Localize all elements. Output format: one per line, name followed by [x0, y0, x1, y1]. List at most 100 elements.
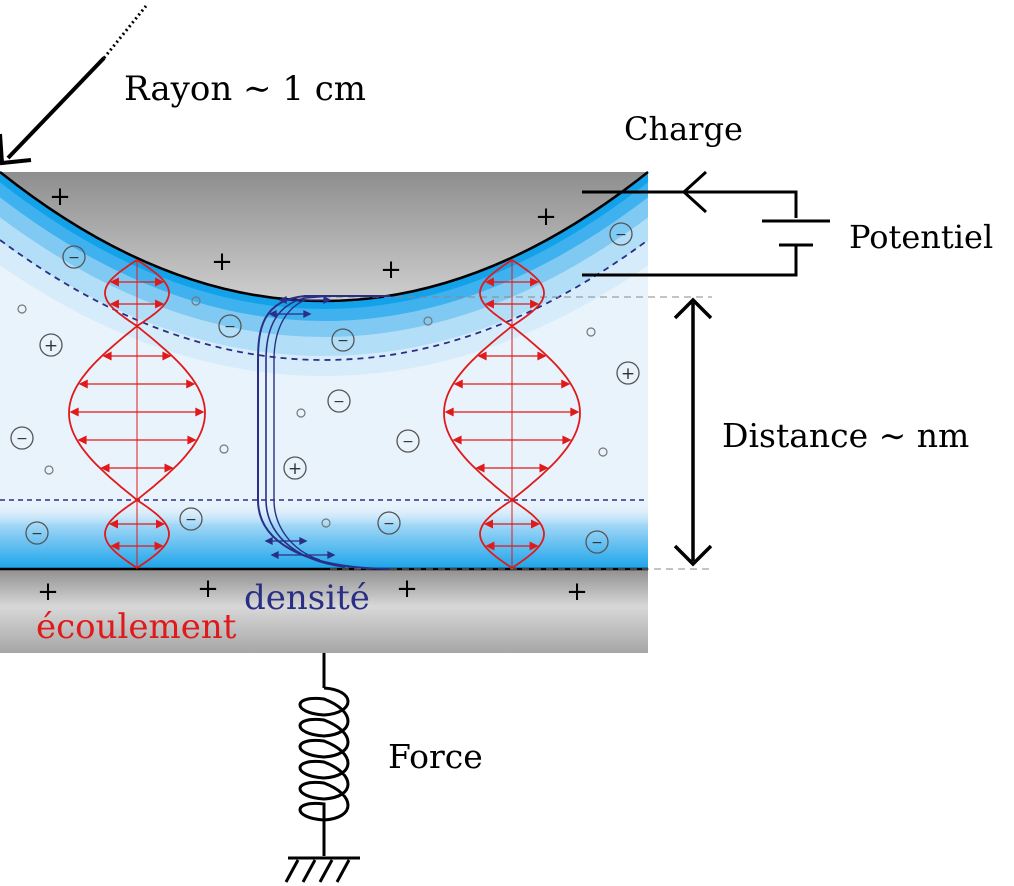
flow-arrowhead — [69, 407, 79, 417]
flow-arrowhead — [530, 299, 540, 309]
anion: − — [377, 511, 401, 535]
flow-arrowhead — [108, 519, 119, 529]
solvent-molecule — [17, 304, 27, 314]
svg-text:+: + — [44, 336, 58, 356]
anions: − − − − − − − − − − − — [10, 222, 633, 554]
flow-arrowhead — [530, 277, 540, 287]
svg-text:−: − — [68, 250, 80, 266]
solvent-molecule — [598, 447, 608, 457]
circuit — [582, 170, 830, 277]
flow-arrowhead — [453, 379, 463, 389]
svg-text:−: − — [185, 512, 197, 528]
label-ecoulement: écoulement — [36, 607, 237, 647]
svg-text:−: − — [224, 319, 236, 335]
flow-arrowhead — [562, 435, 572, 445]
flow-arrowhead — [537, 351, 547, 361]
label-densite: densité — [244, 578, 370, 618]
label-force: Force — [388, 737, 483, 776]
flow-arrowhead — [155, 277, 165, 287]
anion: − — [396, 429, 420, 453]
bottom-solid-surface — [0, 569, 648, 653]
svg-text:−: − — [16, 431, 28, 447]
surface-plus: + — [396, 574, 418, 604]
cation: + — [283, 456, 307, 480]
flow-arrowhead — [155, 299, 165, 309]
surface-plus: + — [535, 202, 557, 232]
surface-charges: + + + + + + + + — [37, 182, 588, 607]
svg-text:−: − — [383, 516, 395, 532]
label-potentiel: Potentiel — [849, 218, 993, 256]
flow-arrowhead — [195, 407, 205, 417]
anion: − — [609, 222, 633, 246]
surface-plus: + — [566, 577, 588, 607]
flow-arrowhead — [100, 463, 110, 473]
solvent-molecule — [296, 408, 306, 418]
flow-arrowhead — [475, 463, 485, 473]
flow-arrowhead — [102, 351, 112, 361]
svg-text:+: + — [288, 459, 302, 479]
circuit-wire-bottom — [582, 245, 798, 277]
anion: − — [10, 426, 34, 450]
flow-arrowhead — [484, 277, 494, 287]
flow-arrowhead — [109, 299, 119, 309]
anion: − — [331, 328, 355, 352]
flow-arrowhead — [110, 541, 120, 551]
solvent-molecule — [321, 518, 331, 528]
flow-arrowhead — [155, 519, 166, 529]
flow-arrowhead — [162, 351, 172, 361]
density-profiles — [257, 295, 391, 570]
flow-arrowhead — [109, 277, 119, 287]
label-rayon: Rayon ∼ 1 cm — [124, 69, 366, 109]
label-charge: Charge — [624, 110, 743, 148]
circuit-wire-top — [582, 190, 798, 218]
anion: − — [25, 521, 49, 545]
flow-arrowhead — [483, 519, 494, 529]
anion: − — [327, 389, 351, 413]
solvent-molecule — [44, 465, 54, 475]
solvent-molecule — [423, 316, 433, 326]
solvent-molecules — [17, 296, 608, 528]
surface-plus: + — [380, 255, 402, 285]
flow-arrowhead — [484, 299, 494, 309]
flow-arrowhead — [485, 541, 495, 551]
density-curve — [257, 295, 391, 570]
svg-text:−: − — [333, 394, 345, 410]
flow-arrowhead — [477, 351, 487, 361]
force-spring — [284, 653, 360, 883]
cation: + — [39, 333, 63, 357]
anion: − — [179, 507, 203, 531]
flow-arrowhead — [539, 463, 549, 473]
surface-plus: + — [197, 574, 219, 604]
flow-arrowhead — [452, 435, 462, 445]
svg-text:−: − — [591, 535, 603, 551]
surface-plus: + — [49, 182, 71, 212]
flow-arrowhead — [187, 435, 197, 445]
solvent-molecule — [191, 296, 201, 306]
radius-arrow — [0, 5, 148, 166]
flow-arrowhead — [78, 379, 88, 389]
spring-coil — [298, 686, 350, 822]
flow-arrowhead — [530, 519, 541, 529]
flow-arrowhead — [154, 541, 164, 551]
flow-profile-right — [443, 259, 581, 569]
flow-arrowhead — [444, 407, 454, 417]
flow-profile-left — [68, 259, 206, 569]
flow-arrowhead — [164, 463, 174, 473]
flow-arrowhead — [529, 541, 539, 551]
flow-arrowhead — [570, 407, 580, 417]
anion: − — [218, 314, 242, 338]
flow-arrowhead — [561, 379, 571, 389]
svg-text:−: − — [337, 333, 349, 349]
cation: + — [616, 361, 640, 385]
svg-text:+: + — [621, 364, 635, 384]
flow-arrowhead — [77, 435, 87, 445]
svg-text:−: − — [615, 227, 627, 243]
svg-text:−: − — [31, 526, 43, 542]
solvent-molecule — [586, 327, 596, 337]
svg-text:−: − — [402, 434, 414, 450]
flow-arrowhead — [186, 379, 196, 389]
solvent-molecule — [219, 444, 229, 454]
cations: + + + — [39, 333, 640, 480]
bottom-double-layer — [0, 502, 648, 569]
